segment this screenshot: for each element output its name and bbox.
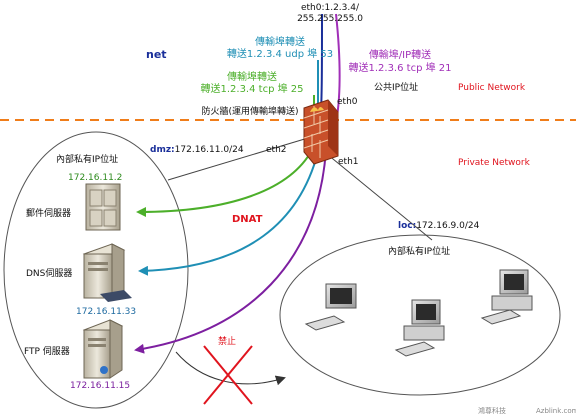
ipfwd-rule: 轉送1.2.3.6 tcp 埠 21 bbox=[348, 61, 451, 74]
mail-server-label: 郵件伺服器 bbox=[26, 207, 71, 219]
watermark-prefix: 鴻尊科技 bbox=[478, 406, 506, 415]
forbidden-cross-icon bbox=[203, 345, 253, 405]
loc-zone-ellipse bbox=[279, 234, 561, 396]
eth0-label: eth0 bbox=[337, 97, 358, 107]
dns-server-label: DNS伺服器 bbox=[26, 267, 72, 279]
eth1-link bbox=[321, 149, 433, 241]
dmz-zone-ellipse bbox=[3, 131, 189, 409]
eth2-link bbox=[167, 137, 309, 181]
smtp-forward-arrow bbox=[136, 149, 313, 217]
eth0-ip-line2: 255.255.255.0 bbox=[297, 14, 363, 24]
dns-server-ip: 172.16.11.33 bbox=[76, 307, 136, 317]
loc-subnet-label: loc:172.16.9.0/24 bbox=[398, 221, 480, 231]
eth1-label: eth1 bbox=[338, 157, 359, 167]
dns-forward-arrow bbox=[138, 151, 319, 276]
workstation-icon bbox=[304, 283, 357, 331]
ftp-forward-arrow bbox=[134, 149, 327, 354]
eth2-label: eth2 bbox=[266, 145, 287, 155]
watermark: Azblink.com bbox=[536, 407, 576, 415]
ipfwd-title: 傳輸埠/IP轉送 bbox=[369, 48, 431, 61]
workstation-icon bbox=[480, 269, 533, 325]
dmz-subnet-label: dmz:172.16.11.0/24 bbox=[150, 145, 244, 155]
loc-private-ip-label: 內部私有IP位址 bbox=[388, 245, 450, 257]
mail-server-ip: 172.16.11.2 bbox=[68, 173, 122, 183]
ftp-server-label: FTP 伺服器 bbox=[24, 345, 70, 357]
eth0-ip-line1: eth0:1.2.3.4/ bbox=[301, 3, 360, 13]
public-network-label: Public Network bbox=[458, 83, 526, 93]
udp-forward-title: 傳輸埠轉送 bbox=[255, 35, 305, 48]
udp-forward-rule: 轉送1.2.3.4 udp 埠 53 bbox=[227, 47, 333, 60]
forbidden-label: 禁止 bbox=[218, 335, 236, 347]
public-ip-label: 公共IP位址 bbox=[374, 81, 418, 93]
net-zone-label: net bbox=[146, 48, 167, 61]
blocked-path-arrow bbox=[175, 351, 286, 386]
tcp25-forward-title: 傳輸埠轉送 bbox=[227, 70, 277, 83]
firewall-caption: 防火牆(運用傳輸埠轉送) bbox=[201, 105, 298, 117]
dnat-label: DNAT bbox=[232, 214, 263, 225]
ftp-server-ip: 172.16.11.15 bbox=[70, 381, 130, 391]
firewall-icon bbox=[303, 99, 339, 165]
ftp-server-icon bbox=[82, 319, 124, 379]
dmz-private-ip-label: 內部私有IP位址 bbox=[56, 153, 118, 165]
workstation-icon bbox=[394, 299, 445, 357]
tcp25-forward-rule: 轉送1.2.3.4 tcp 埠 25 bbox=[200, 82, 303, 95]
dns-server-icon bbox=[82, 243, 132, 302]
private-network-label: Private Network bbox=[458, 158, 531, 168]
mail-server-icon bbox=[85, 183, 121, 231]
